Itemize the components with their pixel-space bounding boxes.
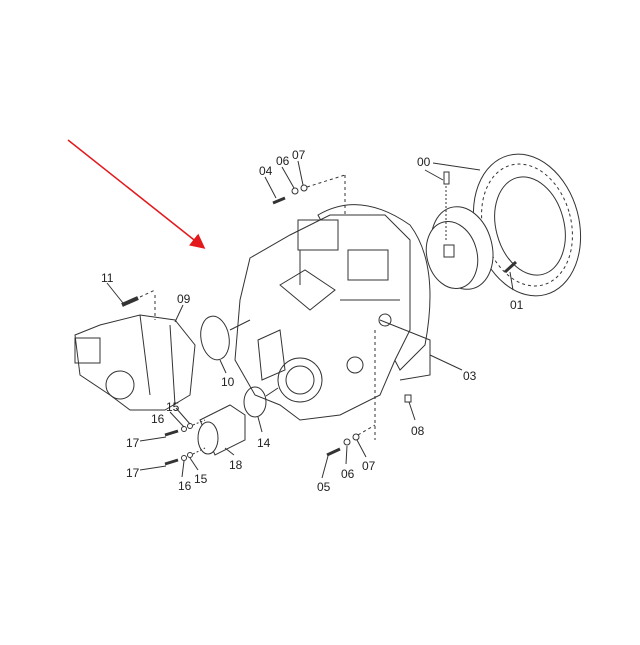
label-part-00: 00 [417,155,431,169]
label-part-07-top: 07 [292,148,306,162]
label-part-11: 11 [101,271,114,285]
label-part-16-top: 16 [151,412,165,426]
label-part-09: 09 [177,292,191,306]
label-part-06-top: 06 [276,154,290,168]
label-part-17-bottom: 17 [126,466,140,480]
label-part-17-top: 17 [126,436,140,450]
label-part-14: 14 [257,436,271,450]
label-part-03: 03 [463,369,477,383]
part-18 [197,404,246,456]
label-part-06-bottom: 06 [341,467,355,481]
label-part-04: 04 [259,164,273,178]
label-part-10: 10 [221,375,235,389]
label-part-07-bottom: 07 [362,459,376,473]
aux-pump-09 [74,295,196,411]
label-part-15-bottom: 15 [194,472,208,486]
o-ring-14 [243,386,267,418]
label-part-01: 01 [510,298,524,312]
main-pump-body [234,175,431,440]
pointer-arrow [67,139,206,249]
label-part-05: 05 [317,480,331,494]
coupling-hub [425,171,494,290]
o-ring-10 [200,315,230,361]
pin [443,171,450,185]
label-part-16-bottom: 16 [178,479,192,493]
coupling-ring [472,153,582,297]
label-part-18: 18 [229,458,243,472]
label-part-15-top: 15 [166,400,180,414]
label-part-08: 08 [411,424,425,438]
